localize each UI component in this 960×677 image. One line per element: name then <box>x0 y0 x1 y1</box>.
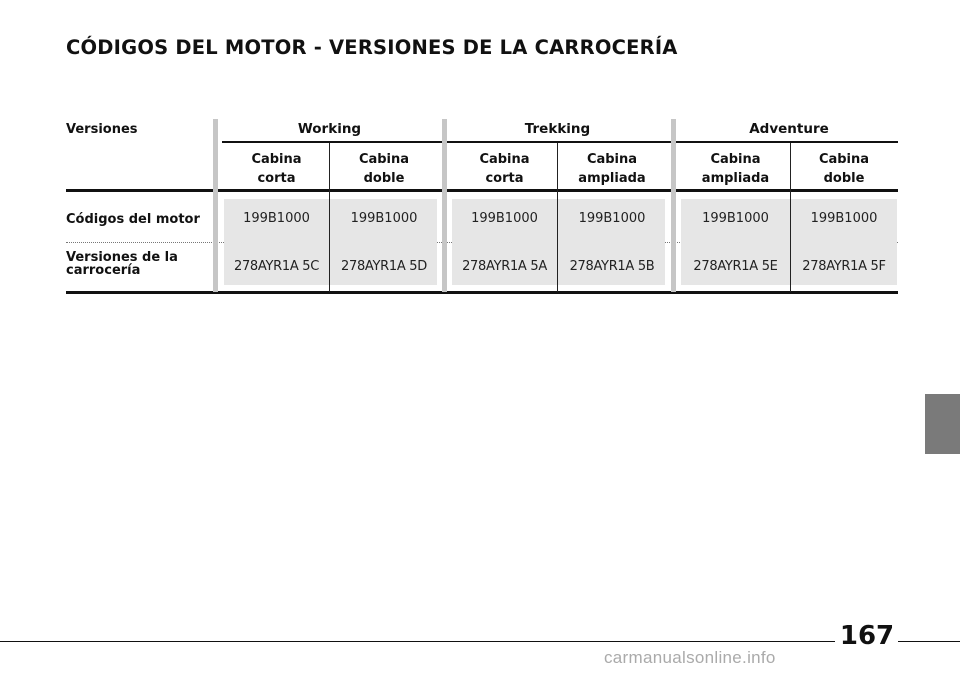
column-header-line1: Cabina <box>818 152 870 167</box>
engine-codes-label: Códigos del motor <box>66 212 200 227</box>
column-header: Cabina doble <box>791 150 897 188</box>
body-versions-label-line2: carrocería <box>66 263 141 278</box>
header-bottom-rule <box>66 189 898 192</box>
engine-code-cell: 199B1000 <box>350 211 418 226</box>
table-bottom-rule <box>66 291 898 294</box>
body-versions-label-line1: Versiones de la <box>66 250 178 265</box>
column-header-line1: Cabina <box>358 152 410 167</box>
adventure-cells-bg <box>681 199 897 285</box>
column-header-line1: Cabina <box>710 152 761 167</box>
group-adventure: Adventure <box>749 121 829 137</box>
body-versions-label: Versiones de la carrocería <box>66 251 178 277</box>
column-header-line2: corta <box>485 171 524 186</box>
column-separator <box>557 143 558 292</box>
column-header-line2: ampliada <box>701 171 770 186</box>
group-trekking: Trekking <box>524 121 591 137</box>
column-header: Cabina ampliada <box>558 150 666 188</box>
page-title: CÓDIGOS DEL MOTOR - VERSIONES DE LA CARR… <box>66 36 678 59</box>
column-header: Cabina doble <box>330 150 438 188</box>
body-version-cell: 278AYR1A 5E <box>693 259 778 274</box>
body-version-cell: 278AYR1A 5D <box>341 259 427 274</box>
footer-rule <box>0 641 835 642</box>
watermark: carmanualsonline.info <box>604 648 776 667</box>
working-cells-bg <box>224 199 437 285</box>
column-header-line2: doble <box>823 171 865 186</box>
footer-rule-right <box>898 641 960 642</box>
body-version-cell: 278AYR1A 5F <box>802 259 886 274</box>
group-separator-bar <box>442 119 447 292</box>
engine-code-cell: 199B1000 <box>810 211 878 226</box>
column-header-line1: Cabina <box>251 152 302 167</box>
column-header-line1: Cabina <box>586 152 638 167</box>
body-version-cell: 278AYR1A 5B <box>569 259 655 274</box>
header-rule <box>222 141 898 143</box>
trekking-cells-bg <box>452 199 665 285</box>
column-separator <box>329 143 330 292</box>
group-separator-bar <box>671 119 676 292</box>
group-separator-bar <box>213 119 218 292</box>
column-header-line2: corta <box>257 171 296 186</box>
column-header: Cabina ampliada <box>681 150 790 188</box>
column-header-line2: doble <box>363 171 405 186</box>
body-version-cell: 278AYR1A 5A <box>462 259 547 274</box>
column-header-line1: Cabina <box>479 152 530 167</box>
column-separator <box>790 143 791 292</box>
group-working: Working <box>297 121 362 137</box>
engine-code-cell: 199B1000 <box>578 211 646 226</box>
engine-code-cell: 199B1000 <box>471 211 538 226</box>
column-header-line2: ampliada <box>578 171 646 186</box>
page-number: 167 <box>839 621 895 651</box>
body-version-cell: 278AYR1A 5C <box>233 259 319 274</box>
column-header: Cabina corta <box>452 150 557 188</box>
engine-code-cell: 199B1000 <box>243 211 310 226</box>
column-header: Cabina corta <box>224 150 329 188</box>
engine-code-cell: 199B1000 <box>702 211 769 226</box>
section-tab <box>925 394 960 454</box>
versions-label: Versiones <box>66 122 138 137</box>
